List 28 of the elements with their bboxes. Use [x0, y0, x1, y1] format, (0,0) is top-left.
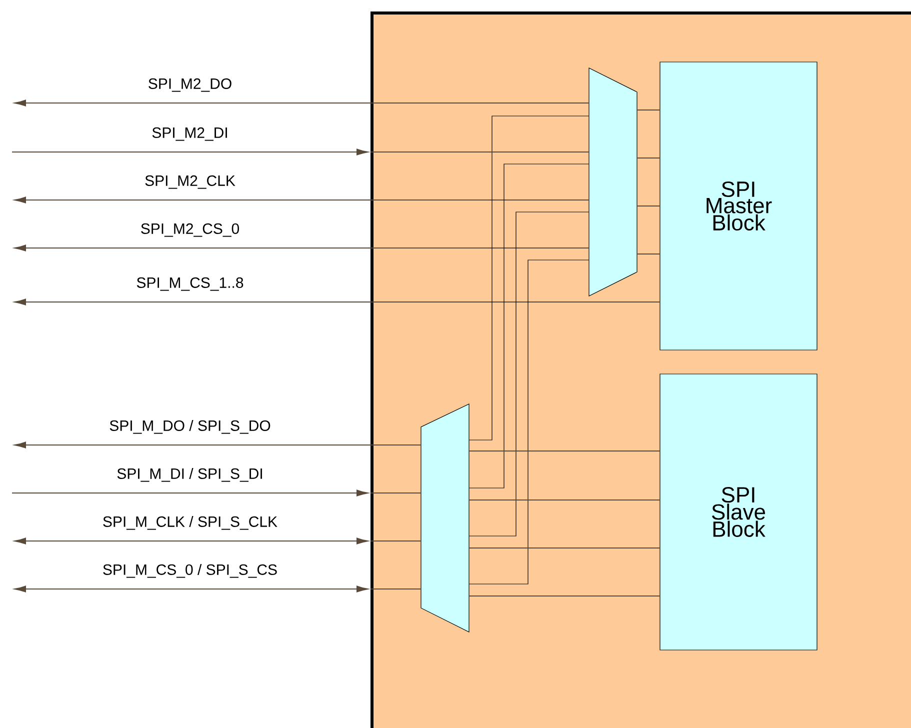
signal-label: SPI_M_CS_1..8 [136, 277, 244, 291]
signal-line [370, 588, 422, 590]
signal-label: SPI_M2_DI [152, 127, 227, 141]
signal-label: SPI_M2_CLK [145, 175, 236, 189]
signal-line [14, 244, 590, 252]
signal-line [12, 490, 368, 496]
signal-line [468, 164, 590, 488]
signal-label: SPI_M_DO / SPI_S_DO [110, 420, 270, 434]
signal-line [14, 196, 590, 204]
signal-line [14, 586, 368, 592]
signal-label: SPI_M_CLK / SPI_S_CLK [103, 516, 278, 530]
signal-line [14, 298, 660, 306]
signal-line [468, 450, 660, 452]
signal-label: SPI_M_CS_0 / SPI_S_CS [103, 564, 277, 578]
signal-line [468, 260, 590, 584]
signal-line [14, 538, 368, 544]
signal-line [14, 442, 422, 448]
signal-line [12, 148, 368, 156]
function-block: SPI Slave Block [660, 374, 818, 650]
signal-label: SPI_M_DI / SPI_S_DI [117, 468, 262, 482]
signal-line [468, 212, 590, 536]
signal-label: SPI_M2_DO [148, 78, 232, 92]
function-block: SPI Master Block [660, 62, 818, 350]
signal-line [14, 100, 590, 106]
signal-label: SPI_M2_CS_0 [141, 223, 239, 237]
signal-line [468, 116, 590, 440]
signal-line [370, 540, 422, 542]
signal-line [370, 492, 422, 494]
